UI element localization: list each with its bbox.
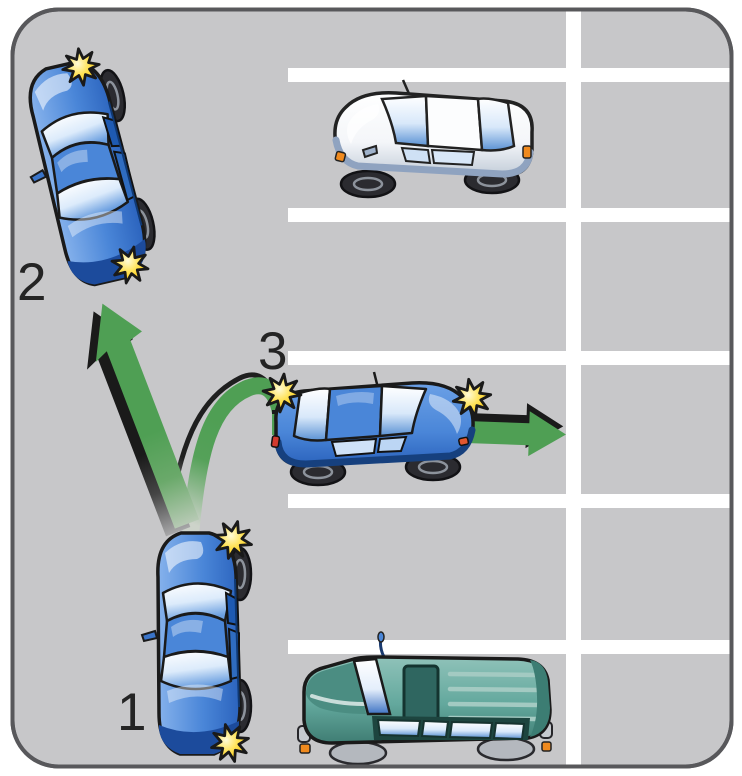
- stall-line-h4: [288, 494, 732, 508]
- step-label-3: 3: [258, 322, 287, 381]
- stall-line-vertical: [566, 9, 581, 767]
- step-label-1: 1: [117, 683, 146, 742]
- stall-line-h3: [288, 351, 732, 365]
- stall-line-h2: [288, 208, 732, 222]
- exit-arrow: [462, 403, 566, 457]
- reverse-path-arrow: [87, 303, 200, 537]
- step-label-2: 2: [17, 253, 46, 312]
- parking-lot-border: [10, 7, 734, 769]
- stall-line-h5: [288, 640, 732, 654]
- stall-line-h1: [288, 68, 732, 82]
- parking-stall-lines: [288, 9, 732, 767]
- maneuvering-car-position-1: [140, 531, 253, 756]
